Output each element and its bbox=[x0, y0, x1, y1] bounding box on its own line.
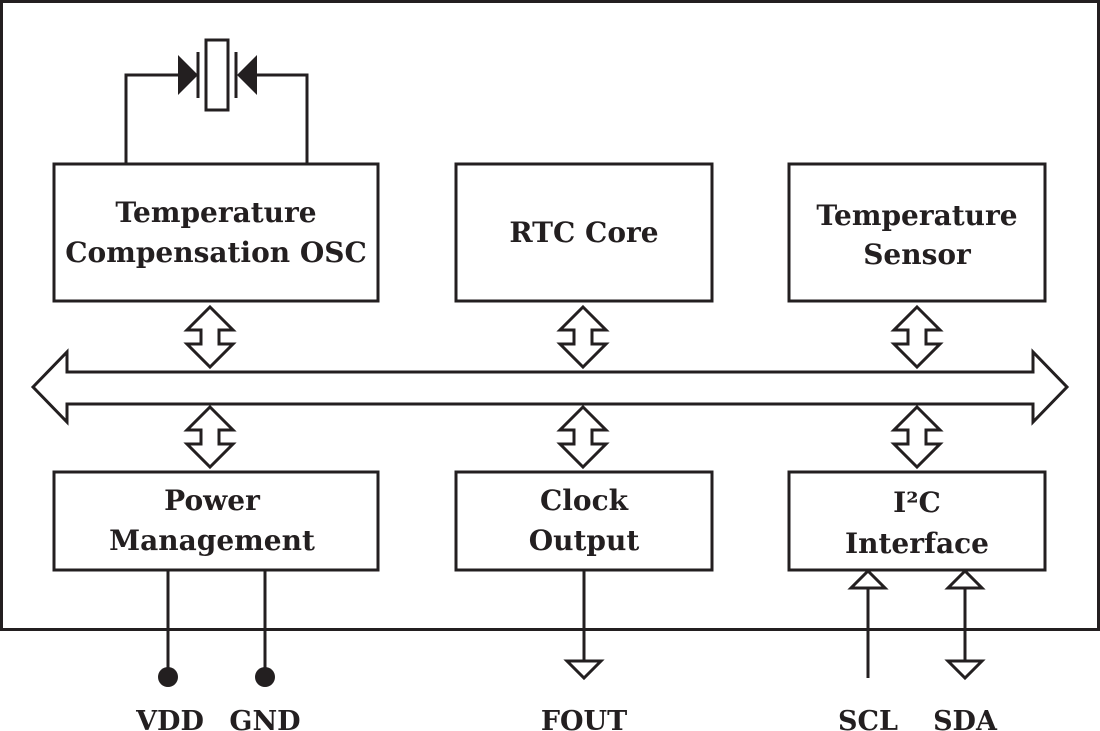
temp-sensor-label-line2: Sensor bbox=[863, 238, 972, 271]
pin-dot-icon bbox=[255, 667, 275, 687]
fout-pin bbox=[563, 571, 605, 681]
clock-output-label-line1: Clock bbox=[540, 484, 629, 517]
clock-output-label-line2: Output bbox=[529, 524, 640, 557]
arrow-up-icon bbox=[944, 568, 986, 590]
vdd-pin bbox=[158, 571, 178, 687]
power-mgmt-label-line2: Management bbox=[109, 524, 315, 557]
double-arrow-icon bbox=[183, 404, 237, 470]
i2c-interface-block: I²C Interface bbox=[787, 470, 1047, 572]
arrow-down-icon bbox=[944, 659, 986, 681]
double-arrow-icon bbox=[890, 404, 944, 470]
double-arrow-icon bbox=[556, 304, 610, 370]
rtc-core-block: RTC Core bbox=[454, 162, 714, 303]
i2c-label-line2: Interface bbox=[845, 527, 989, 560]
gnd-label: GND bbox=[229, 706, 300, 731]
internal-bus-arrow bbox=[30, 348, 1070, 426]
vdd-label: VDD bbox=[135, 706, 204, 731]
scl-label: SCL bbox=[838, 706, 898, 731]
scl-pin bbox=[847, 568, 889, 678]
rtc-core-label: RTC Core bbox=[509, 216, 658, 249]
power-management-block: Power Management bbox=[52, 470, 380, 572]
arrow-up-icon bbox=[847, 568, 889, 590]
temperature-compensation-osc-block: Temperature Compensation OSC bbox=[52, 162, 380, 303]
double-arrow-icon bbox=[890, 304, 944, 370]
pin-dot-icon bbox=[158, 667, 178, 687]
gnd-pin bbox=[255, 571, 275, 687]
power-mgmt-label-line1: Power bbox=[164, 484, 261, 517]
double-arrow-icon bbox=[556, 404, 610, 470]
fout-label: FOUT bbox=[541, 706, 627, 731]
sda-label: SDA bbox=[933, 706, 998, 731]
i2c-label-line1: I²C bbox=[893, 486, 941, 519]
temperature-sensor-block: Temperature Sensor bbox=[787, 162, 1047, 303]
sda-pin bbox=[944, 568, 986, 681]
crystal-icon bbox=[124, 38, 309, 163]
arrow-down-icon bbox=[563, 659, 605, 681]
clock-output-block: Clock Output bbox=[454, 470, 714, 572]
temp-osc-label-line1: Temperature bbox=[115, 196, 316, 229]
temp-sensor-label-line1: Temperature bbox=[816, 199, 1017, 232]
temp-osc-label-line2: Compensation OSC bbox=[65, 236, 367, 269]
double-arrow-icon bbox=[183, 304, 237, 370]
bus-connector-icons bbox=[183, 304, 944, 470]
